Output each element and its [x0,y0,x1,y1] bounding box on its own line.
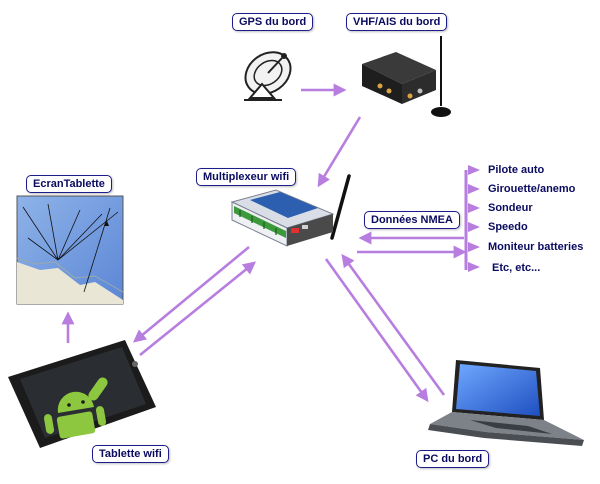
arrow-pc-to-multiplexer [341,253,446,396]
label-screen-tablet: EcranTablette [26,175,112,193]
nmea-bullets [468,165,480,272]
android-tablet-icon [8,340,156,448]
label-pc: PC du bord [416,450,490,468]
label-nmea: Données NMEA [364,211,460,229]
nmea-item: Sondeur [488,202,533,214]
vhf-ais-box-icon [362,36,451,117]
nmea-item: Moniteur batteries [488,241,584,253]
tablet-screen-map-icon [16,195,124,305]
nmea-item: Pilote auto [488,164,545,176]
arrow-vhf-to-multiplexer [317,116,362,188]
laptop-icon [428,360,584,446]
label-tablet-wifi: Tablette wifi [92,445,169,463]
label-gps: GPS du bord [232,13,314,31]
label-multiplexer: Multiplexeur wifi [196,168,297,186]
multiplexer-device-icon [230,174,351,247]
arrow-tablet-to-multiplexer [139,261,257,357]
nmea-item: Etc, etc... [492,262,541,274]
nmea-item: Speedo [488,221,528,233]
gps-antenna-icon [244,51,292,101]
arrow-multiplexer-to-tablet [132,245,250,343]
arrow-multiplexer-to-pc [324,258,429,403]
nmea-item: Girouette/anemo [488,183,576,195]
label-vhf-ais: VHF/AIS du bord [346,13,448,31]
